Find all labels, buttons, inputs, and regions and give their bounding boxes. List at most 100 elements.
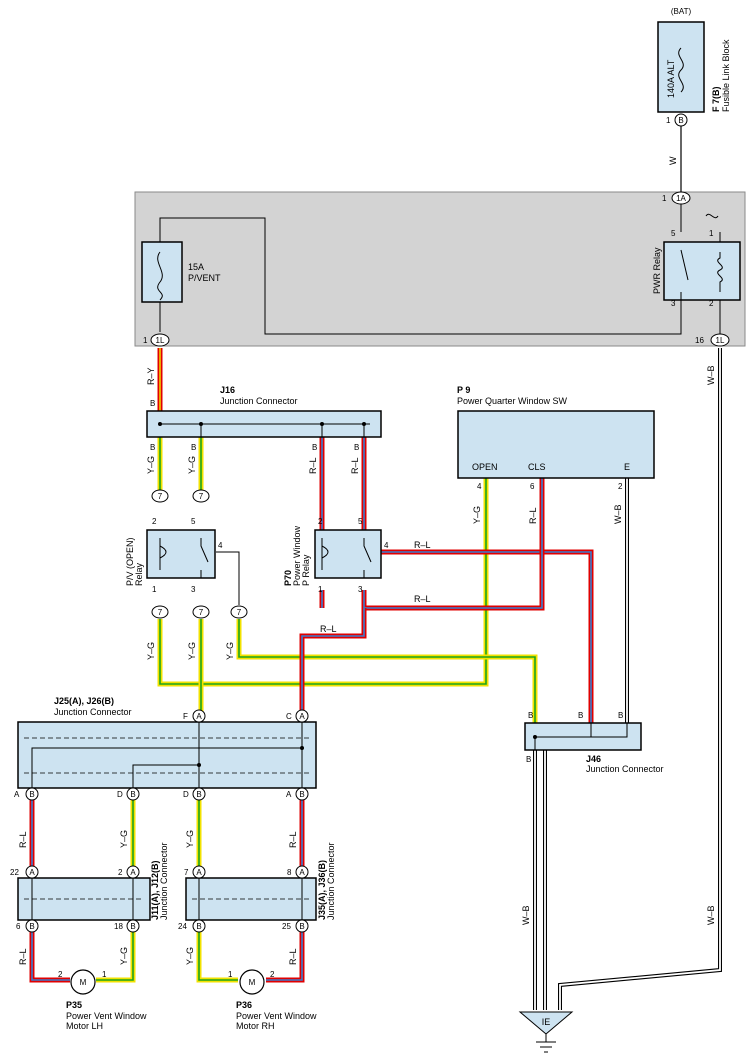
pin-num-f7-1: 1 [666,116,671,125]
pin-a-j25-f: A [196,712,202,721]
pin-f-j25: F [183,712,188,721]
pin-b-j16-1: B [150,443,155,452]
pv-relay-line2: Relay [134,562,144,586]
p70-code: P70 [283,570,293,586]
wire-label-yg-6: Y–G [119,830,129,848]
wire-label-yg-2: Y–G [187,456,197,474]
wire-w-b [533,348,722,1010]
fuse15-name: P/VENT [188,273,221,283]
pin-num-motor-rh-2: 2 [270,970,275,979]
wire-label-rl-6: R–L [18,831,28,848]
pin-7-d: 7 [199,608,204,617]
pin-a-j25-bottom-2: A [286,790,292,799]
pin-b-j11-1: B [29,922,34,931]
pwr-relay-label: PWR Relay [652,247,662,294]
wire-label-rl-1: R–L [308,457,318,474]
wire-label-rl-2: R–L [350,457,360,474]
wire-y-g-main [157,478,538,723]
pin-num-p70-1: 1 [318,585,323,594]
pin-b-j35-2: B [299,922,304,931]
wire-label-yg-9: Y–G [185,947,195,965]
fuse-icon [678,47,684,93]
pin-num-1l-16: 16 [695,336,704,345]
ground-label: IE [542,1017,551,1027]
wire-label-wb-main: W–B [706,365,716,385]
pin-b-j16-3: B [312,443,317,452]
pin-num-7: 7 [184,868,189,877]
pin-num-p9-4: 4 [477,482,482,491]
pv-relay-line1: P/V (OPEN) [125,537,135,586]
pin-d-j25: D [117,790,123,799]
p36-name-1: Power Vent Window [236,1011,317,1021]
pin-a-j35-2: A [299,868,305,877]
wire-label-rl-9: R–L [288,948,298,965]
wire-label-yg-8: Y–G [119,947,129,965]
motor-rh-icon [239,969,265,995]
pin-b-f7: B [678,116,683,125]
p9-open: OPEN [472,462,498,472]
pin-num-8: 8 [287,868,292,877]
p36-name-2: Motor RH [236,1021,275,1031]
pin-d-j25-2: D [183,790,189,799]
j16-code: J16 [220,385,235,395]
pin-b-j46-2: B [578,711,583,720]
wire-label-rl-8: R–L [18,948,28,965]
pin-num-p9-6: 6 [530,482,535,491]
j25-code: J25(A), J26(B) [54,696,114,706]
pin-num-pv-3: 3 [191,585,196,594]
pin-7-a: 7 [158,492,163,501]
wire-y-g-j16 [157,437,204,490]
wire-label-rl-p9: R–L [528,507,538,524]
pin-b-j16-top: B [150,399,155,408]
wire-label-w: W [668,156,678,165]
pin-num-pv-5: 5 [191,517,196,526]
relay-coil-icon [321,545,329,559]
ground-icon [518,1011,574,1035]
p9-e: E [624,462,630,472]
motor-lh-label: M [80,978,87,987]
pin-num-motor-lh-2: 2 [58,970,63,979]
wire-r-l-j16 [319,437,367,530]
pin-num-pv-1: 1 [152,585,157,594]
pin-num-p70-4: 4 [384,541,389,550]
wire-label-yg-4: Y–G [187,642,197,660]
p70-name-1: Power Window [292,525,302,586]
wire-label-wb-p9: W–B [613,504,623,524]
p9-code: P 9 [457,385,470,395]
pin-num-18: 18 [114,922,123,931]
pin-num-motor-lh-1: 1 [102,970,107,979]
pin-b-j25-1: B [29,790,34,799]
p9-switch-box [457,410,655,479]
pin-num-pv-4: 4 [218,541,223,550]
wire-label-yg-1: Y–G [146,456,156,474]
pin-num-p70-3: 3 [358,585,363,594]
wire-label-yg-p9: Y–G [472,506,482,524]
pin-num-motor-rh-1: 1 [228,970,233,979]
pin-num-6: 6 [16,922,21,931]
pv-open-relay-box [146,529,216,579]
p9-cls: CLS [528,462,546,472]
fusible-link-box [657,21,705,113]
pin-b-j16-4: B [354,443,359,452]
pin-a-j35-1: A [196,868,202,877]
pin-num-22: 22 [10,868,19,877]
pin-num-24: 24 [178,922,187,931]
pin-b-j25-2: B [130,790,135,799]
ac-icon [705,213,719,219]
pin-num-p70-2: 2 [318,517,323,526]
pin-b-j25-3: B [196,790,201,799]
pin-7-c: 7 [158,608,163,617]
pin-num-relay-5: 5 [671,229,676,238]
wire-label-wb-2: W–B [521,905,531,925]
pin-a-j25-c: A [299,712,305,721]
bat-label: (BAT) [671,7,692,16]
pin-num-2: 2 [118,868,123,877]
p9-name: Power Quarter Window SW [457,396,568,406]
wire-label-wb-3: W–B [706,905,716,925]
wire-label-yg-5: Y–G [225,642,235,660]
relay-coil-icon [159,545,167,559]
p35-name-1: Power Vent Window [66,1011,147,1021]
pin-a-j25-bottom-1: A [14,790,20,799]
pin-num-relay-1: 1 [709,229,714,238]
